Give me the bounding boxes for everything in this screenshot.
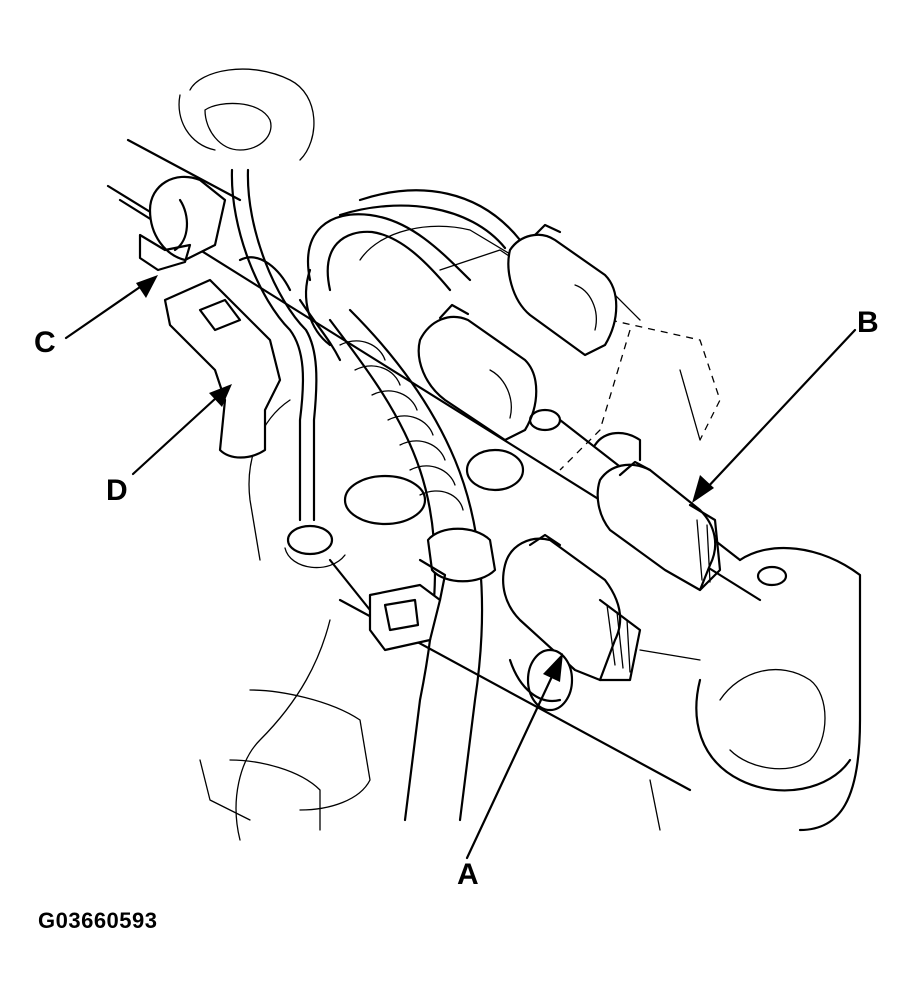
- arrow-a: [465, 653, 563, 860]
- vacuum-line: [230, 168, 346, 569]
- harness-clip: [368, 558, 447, 652]
- arrow-b: [692, 328, 857, 503]
- callout-label-c: C: [34, 326, 56, 359]
- arrow-d: [131, 384, 232, 476]
- callout-label-b: B: [857, 306, 879, 339]
- callout-arrows: [64, 275, 857, 860]
- figure-id: G03660593: [38, 908, 158, 933]
- engine-body-outline: [178, 68, 721, 841]
- pipe-and-clamp-c: [106, 138, 242, 272]
- upper-connector-2: [417, 303, 538, 442]
- injector-bosses: [343, 408, 562, 526]
- callout-label-d: D: [106, 474, 128, 507]
- connector-b: [593, 432, 722, 592]
- callout-label-a: A: [457, 858, 479, 891]
- intake-housing: [639, 546, 862, 832]
- arrow-c: [64, 275, 158, 340]
- bracket-d: [163, 278, 282, 459]
- upper-connector-1: [507, 223, 618, 357]
- connector-a: [502, 533, 642, 712]
- wire-harness: [238, 189, 522, 822]
